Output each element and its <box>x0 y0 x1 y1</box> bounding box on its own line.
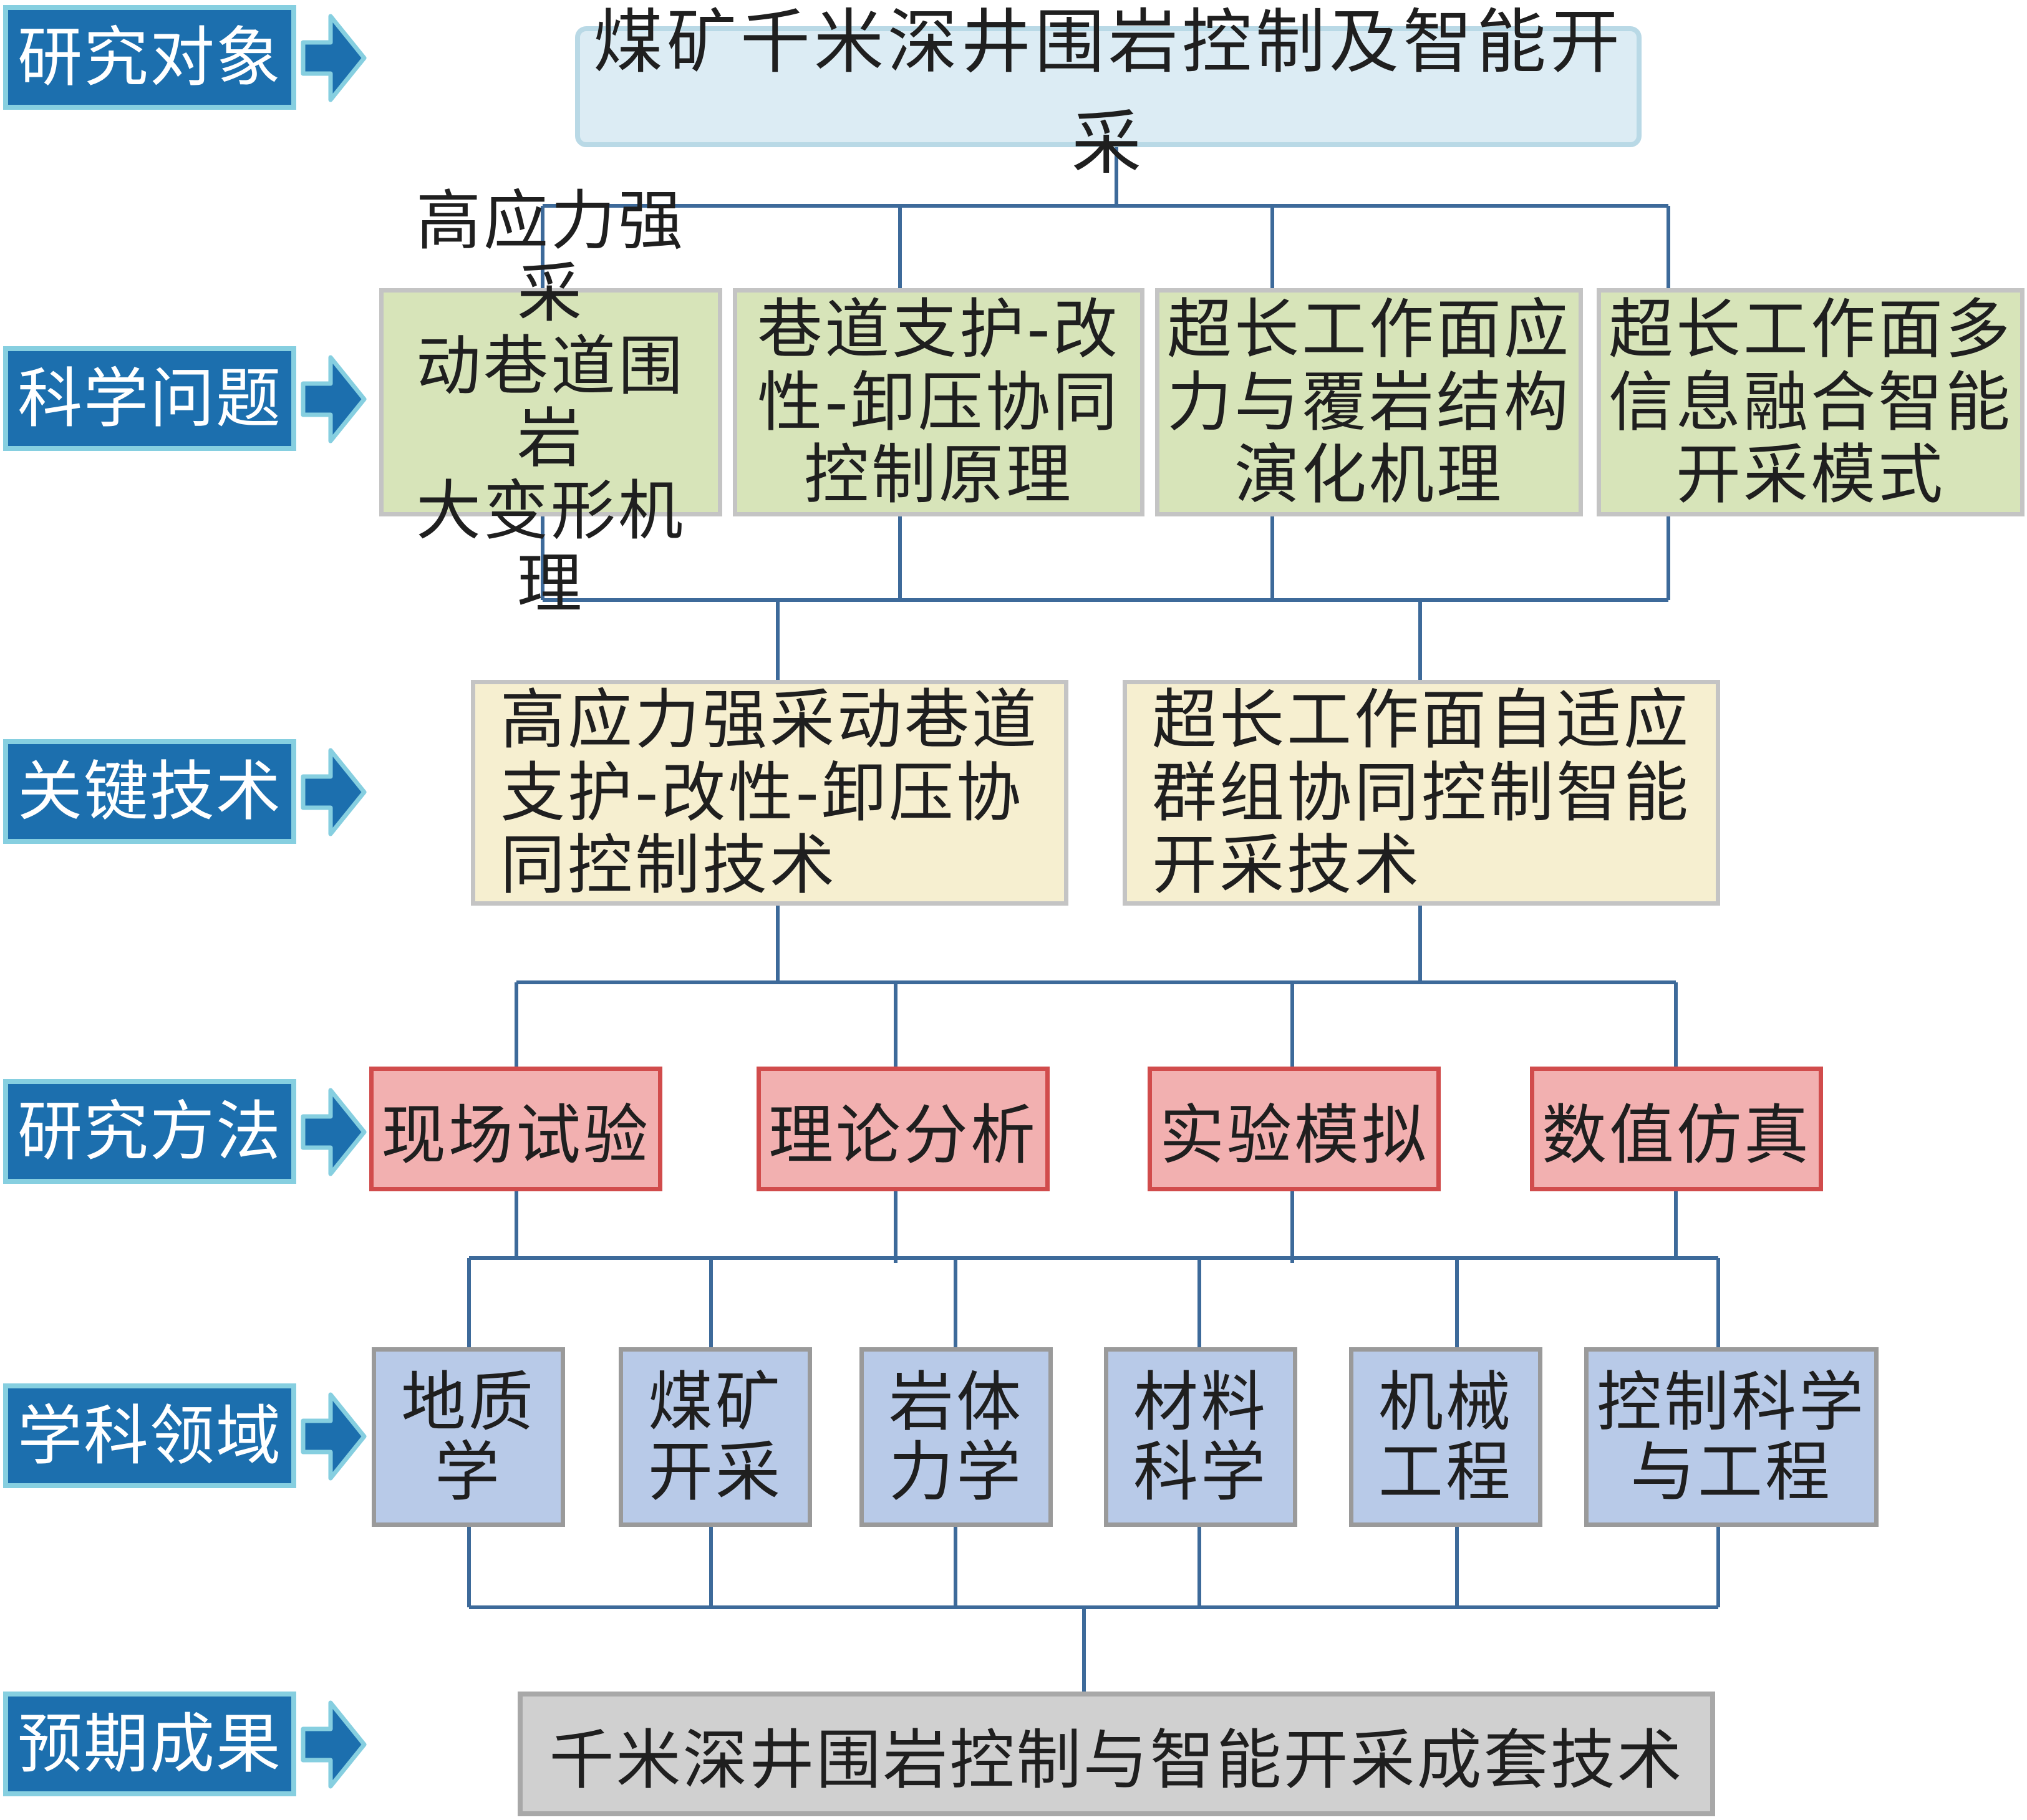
arrow-right-icon <box>301 1392 367 1481</box>
technology-box-1: 高应力强采动巷道 支护-改性-卸压协 同控制技术 <box>471 680 1068 906</box>
arrow-right-icon <box>301 14 367 102</box>
research-object-box: 煤矿千米深井围岩控制及智能开采 <box>575 2 1642 184</box>
discipline-box-geology: 地质 学 <box>372 1347 565 1527</box>
discipline-box-materials: 材料 科学 <box>1104 1347 1297 1527</box>
arrow-right-icon <box>301 1700 367 1789</box>
discipline-box-mining: 煤矿 开采 <box>619 1347 812 1527</box>
discipline-box-mechanical: 机械 工程 <box>1349 1347 1542 1527</box>
discipline-box-rock-mechanics: 岩体 力学 <box>859 1347 1053 1527</box>
arrow-right-icon <box>301 1088 367 1176</box>
arrow-right-icon <box>301 748 367 836</box>
problem-box-1: 高应力强采 动巷道围岩 大变形机理 <box>379 184 722 620</box>
discipline-box-control: 控制科学 与工程 <box>1584 1347 1879 1527</box>
label-research-methods: 研究方法 <box>3 1079 296 1184</box>
method-box-theory: 理论分析 <box>757 1067 1050 1191</box>
method-box-field-test: 现场试验 <box>369 1067 662 1191</box>
label-research-object: 研究对象 <box>3 5 296 110</box>
label-expected-outcome: 预期成果 <box>3 1692 296 1796</box>
problem-box-3: 超长工作面应 力与覆岩结构 演化机理 <box>1155 288 1583 516</box>
label-disciplines: 学科领域 <box>3 1383 296 1488</box>
method-box-experiment: 实验模拟 <box>1148 1067 1441 1191</box>
problem-box-4: 超长工作面多 信息融合智能 开采模式 <box>1597 288 2025 516</box>
method-box-numerical: 数值仿真 <box>1530 1067 1823 1191</box>
label-scientific-problems: 科学问题 <box>3 346 296 451</box>
label-key-technologies: 关键技术 <box>3 739 296 844</box>
technology-box-2: 超长工作面自适应 群组协同控制智能 开采技术 <box>1123 680 1720 906</box>
arrow-right-icon <box>301 355 367 443</box>
problem-box-2: 巷道支护-改 性-卸压协同 控制原理 <box>733 288 1144 516</box>
expected-outcome-box: 千米深井围岩控制与智能开采成套技术 <box>518 1692 1715 1816</box>
